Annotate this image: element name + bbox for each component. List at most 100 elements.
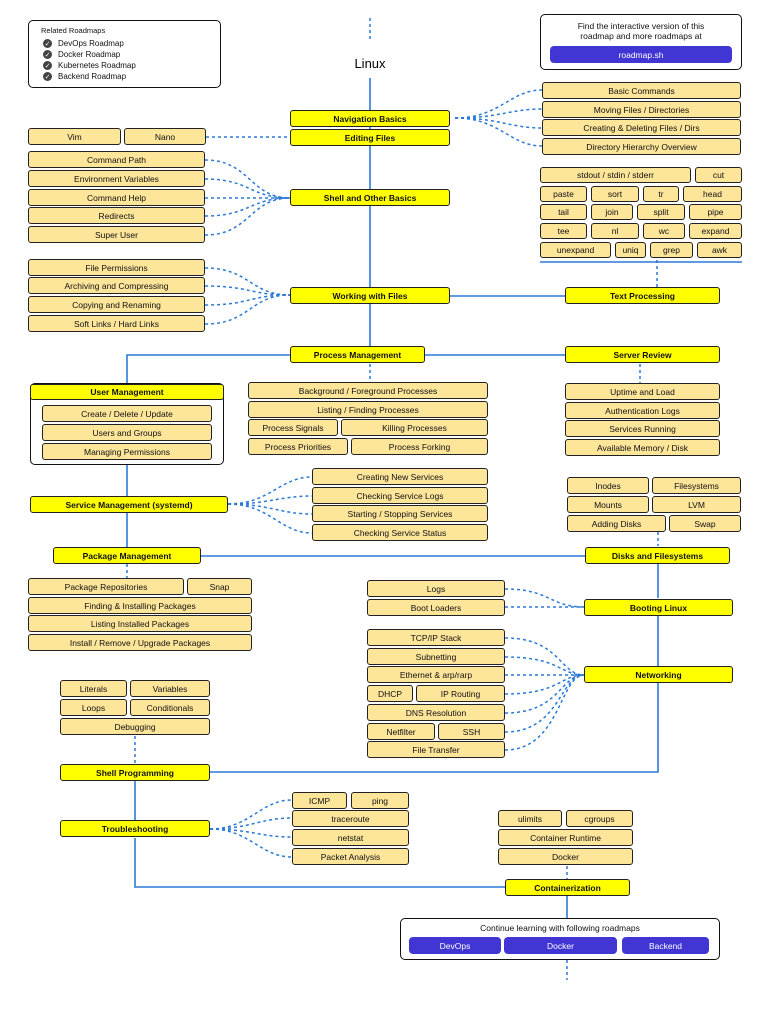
subtopic-item[interactable]: Super User <box>28 226 205 243</box>
continue-link-docker[interactable]: Docker <box>504 937 617 954</box>
subtopic-item[interactable]: Directory Hierarchy Overview <box>542 138 741 155</box>
text-tool[interactable]: sort <box>591 186 639 202</box>
subtopic-item[interactable]: Ethernet & arp/rarp <box>367 666 505 683</box>
text-tool[interactable]: paste <box>540 186 587 202</box>
text-tool[interactable]: join <box>591 204 633 220</box>
subtopic-item[interactable]: Adding Disks <box>567 515 666 532</box>
text-tool[interactable]: grep <box>650 242 693 258</box>
topic-server-review[interactable]: Server Review <box>565 346 720 363</box>
subtopic-item[interactable]: netstat <box>292 829 409 846</box>
subtopic-item[interactable]: Killing Processes <box>341 419 488 436</box>
subtopic-item[interactable]: Process Signals <box>248 419 338 436</box>
subtopic-item[interactable]: Container Runtime <box>498 829 633 846</box>
subtopic-item[interactable]: Background / Foreground Processes <box>248 382 488 399</box>
text-tool[interactable]: expand <box>689 223 742 239</box>
text-tool[interactable]: nl <box>591 223 639 239</box>
subtopic-item[interactable]: Redirects <box>28 207 205 224</box>
topic-text-processing[interactable]: Text Processing <box>565 287 720 304</box>
subtopic-item[interactable]: File Permissions <box>28 259 205 276</box>
subtopic-item[interactable]: Services Running <box>565 420 720 437</box>
subtopic-item[interactable]: DHCP <box>367 685 413 702</box>
subtopic-item[interactable]: Swap <box>669 515 741 532</box>
subtopic-item[interactable]: Boot Loaders <box>367 599 505 616</box>
subtopic-item[interactable]: Checking Service Logs <box>312 487 488 504</box>
subtopic-item[interactable]: Command Path <box>28 151 205 168</box>
subtopic-item[interactable]: Snap <box>187 578 252 595</box>
related-item[interactable]: ✓Backend Roadmap <box>43 72 127 81</box>
subtopic-item[interactable]: traceroute <box>292 810 409 827</box>
topic-containerization[interactable]: Containerization <box>505 879 630 896</box>
roadmap-sh-link[interactable]: roadmap.sh <box>550 46 732 63</box>
subtopic-item[interactable]: Soft Links / Hard Links <box>28 315 205 332</box>
topic-package-management[interactable]: Package Management <box>53 547 201 564</box>
text-tool[interactable]: wc <box>643 223 685 239</box>
subtopic-item[interactable]: Process Priorities <box>248 438 348 455</box>
subtopic-item[interactable]: Inodes <box>567 477 649 494</box>
subtopic-item[interactable]: Managing Permissions <box>42 443 212 460</box>
subtopic-item[interactable]: Copying and Renaming <box>28 296 205 313</box>
subtopic-item[interactable]: Command Help <box>28 189 205 206</box>
subtopic-item[interactable]: Package Repositories <box>28 578 184 595</box>
subtopic-item[interactable]: DNS Resolution <box>367 704 505 721</box>
text-tool[interactable]: split <box>637 204 685 220</box>
subtopic-item[interactable]: Loops <box>60 699 127 716</box>
subtopic-item[interactable]: Uptime and Load <box>565 383 720 400</box>
subtopic-nano[interactable]: Nano <box>124 128 206 145</box>
subtopic-item[interactable]: Authentication Logs <box>565 402 720 419</box>
topic-networking[interactable]: Networking <box>584 666 733 683</box>
topic-disks-filesystems[interactable]: Disks and Filesystems <box>585 547 730 564</box>
topic-shell-programming[interactable]: Shell Programming <box>60 764 210 781</box>
subtopic-item[interactable]: Listing / Finding Processes <box>248 401 488 418</box>
topic-working-with-files[interactable]: Working with Files <box>290 287 450 304</box>
subtopic-item[interactable]: Filesystems <box>652 477 741 494</box>
subtopic-item[interactable]: Create / Delete / Update <box>42 405 212 422</box>
topic-editing-files[interactable]: Editing Files <box>290 129 450 146</box>
subtopic-item[interactable]: Available Memory / Disk <box>565 439 720 456</box>
topic-shell-basics[interactable]: Shell and Other Basics <box>290 189 450 206</box>
subtopic-item[interactable]: ulimits <box>498 810 562 827</box>
text-tool[interactable]: pipe <box>689 204 742 220</box>
text-tool[interactable]: unexpand <box>540 242 611 258</box>
subtopic-item[interactable]: Archiving and Compressing <box>28 277 205 294</box>
subtopic-item[interactable]: SSH <box>438 723 505 740</box>
subtopic-item[interactable]: LVM <box>652 496 741 513</box>
subtopic-item[interactable]: File Transfer <box>367 741 505 758</box>
topic-process-management[interactable]: Process Management <box>290 346 425 363</box>
subtopic-item[interactable]: Checking Service Status <box>312 524 488 541</box>
topic-user-management[interactable]: User Management <box>30 384 224 400</box>
subtopic-item[interactable]: IP Routing <box>416 685 505 702</box>
subtopic-item[interactable]: Install / Remove / Upgrade Packages <box>28 634 252 651</box>
subtopic-item[interactable]: Process Forking <box>351 438 488 455</box>
text-tool[interactable]: stdout / stdin / stderr <box>540 167 691 183</box>
topic-booting-linux[interactable]: Booting Linux <box>584 599 733 616</box>
subtopic-item[interactable]: TCP/IP Stack <box>367 629 505 646</box>
subtopic-item[interactable]: Debugging <box>60 718 210 735</box>
continue-link-backend[interactable]: Backend <box>622 937 709 954</box>
text-tool[interactable]: uniq <box>615 242 646 258</box>
text-tool[interactable]: tr <box>643 186 679 202</box>
subtopic-item[interactable]: Conditionals <box>130 699 210 716</box>
continue-link-devops[interactable]: DevOps <box>409 937 501 954</box>
subtopic-item[interactable]: Mounts <box>567 496 649 513</box>
subtopic-item[interactable]: Finding & Installing Packages <box>28 597 252 614</box>
subtopic-item[interactable]: Environment Variables <box>28 170 205 187</box>
subtopic-item[interactable]: Variables <box>130 680 210 697</box>
subtopic-item[interactable]: Subnetting <box>367 648 505 665</box>
topic-service-management[interactable]: Service Management (systemd) <box>30 496 228 513</box>
subtopic-item[interactable]: Moving Files / Directories <box>542 101 741 118</box>
subtopic-item[interactable]: Basic Commands <box>542 82 741 99</box>
subtopic-item[interactable]: Starting / Stopping Services <box>312 505 488 522</box>
subtopic-item[interactable]: ICMP <box>292 792 347 809</box>
subtopic-item[interactable]: Netfilter <box>367 723 435 740</box>
text-tool[interactable]: awk <box>697 242 742 258</box>
related-item[interactable]: ✓Docker Roadmap <box>43 50 121 59</box>
text-tool[interactable]: tee <box>540 223 587 239</box>
subtopic-vim[interactable]: Vim <box>28 128 121 145</box>
related-item[interactable]: ✓DevOps Roadmap <box>43 39 124 48</box>
subtopic-item[interactable]: Creating & Deleting Files / Dirs <box>542 119 741 136</box>
text-tool[interactable]: tail <box>540 204 587 220</box>
text-tool[interactable]: cut <box>695 167 742 183</box>
text-tool[interactable]: head <box>683 186 742 202</box>
subtopic-item[interactable]: Creating New Services <box>312 468 488 485</box>
subtopic-item[interactable]: Docker <box>498 848 633 865</box>
